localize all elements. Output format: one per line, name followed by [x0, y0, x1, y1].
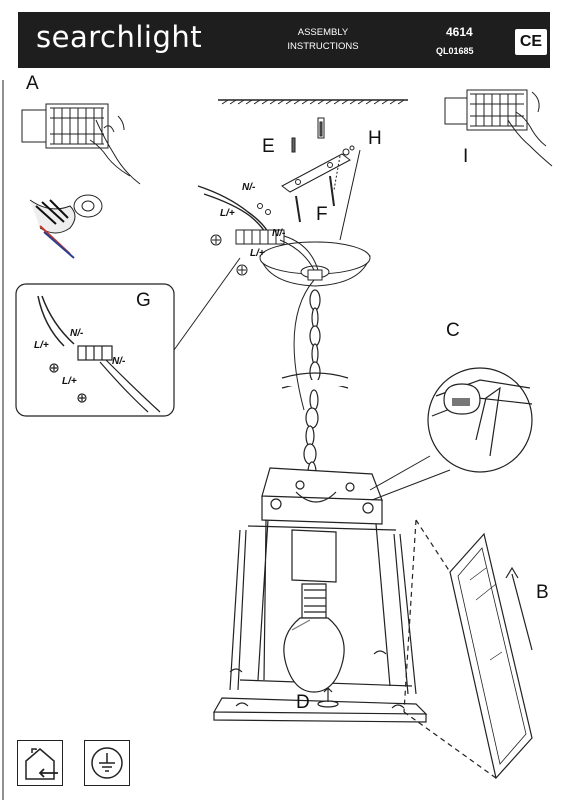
ceiling-canopy	[197, 185, 371, 287]
screw-d	[317, 687, 339, 708]
step-label-h: H	[368, 128, 382, 149]
ceiling-bracket	[281, 117, 355, 223]
ceiling	[218, 99, 408, 105]
step-label-a: A	[26, 73, 39, 94]
step-label-d: D	[296, 692, 310, 713]
wire-label-neutral: N/-	[242, 182, 256, 193]
header-bar: searchlight ASSEMBLY INSTRUCTIONS 4614 Q…	[18, 12, 550, 68]
wire-label-live: L/+	[62, 376, 77, 387]
document-title-line2: INSTRUCTIONS	[287, 41, 359, 52]
step-label-b: B	[536, 582, 549, 603]
step-a-terminal-block	[21, 103, 141, 185]
ce-mark: CE	[515, 29, 547, 55]
insulating-tape-illustration	[29, 194, 103, 259]
step-label-i: I	[463, 146, 469, 167]
step-label-f: F	[316, 204, 328, 225]
glass-panel	[403, 519, 533, 780]
brand-logo: searchlight	[36, 20, 203, 54]
house-arrow-icon	[17, 740, 63, 786]
step-label-g: G	[136, 290, 151, 311]
step-label-e: E	[262, 136, 275, 157]
wire-label-neutral: N/-	[70, 328, 84, 339]
step-label-c: C	[446, 320, 460, 341]
wire-label-live: L/+	[250, 248, 265, 259]
wire-label-neutral: N/-	[112, 356, 126, 367]
wire-label-live: L/+	[34, 340, 49, 351]
wire-label-neutral: N/-	[272, 228, 286, 239]
model-number: 4614	[446, 25, 473, 39]
step-i-terminal-block	[444, 89, 553, 167]
chain	[281, 279, 349, 498]
wire-label-live: L/+	[220, 208, 235, 219]
earth-ground-icon	[84, 740, 130, 786]
document-title-line1: ASSEMBLY	[297, 27, 349, 38]
detail-g	[15, 257, 241, 417]
detail-c	[369, 367, 533, 501]
product-code: QL01685	[436, 46, 474, 56]
bulb	[283, 529, 345, 693]
